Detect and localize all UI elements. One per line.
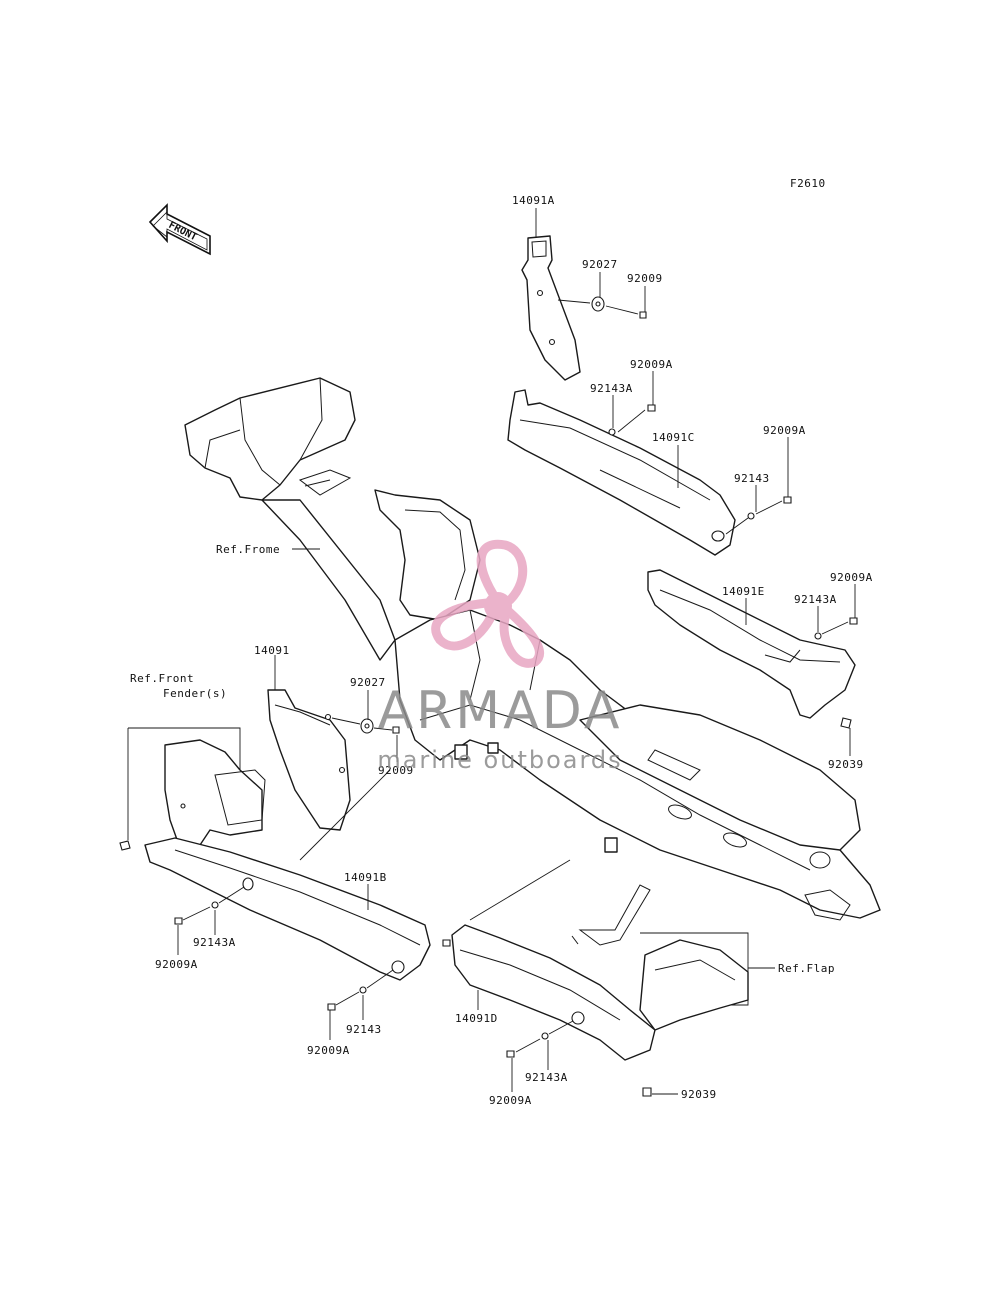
part-14091E bbox=[647, 569, 858, 729]
label-92009-top: 92009 bbox=[627, 272, 663, 285]
label-ref-front-fender-line1: Ref.Front bbox=[130, 672, 194, 685]
label-92009A-1: 92009A bbox=[630, 358, 673, 371]
ref-front-fender-drawing bbox=[127, 727, 266, 849]
diagram-code: F2610 bbox=[790, 177, 826, 190]
label-92009A-3: 92009A bbox=[830, 571, 873, 584]
part-14091B bbox=[119, 769, 431, 1011]
label-ref-frame: Ref.Frome bbox=[216, 543, 280, 556]
label-92027-mid: 92027 bbox=[350, 676, 386, 689]
label-92009A-4: 92009A bbox=[155, 958, 198, 971]
part-14091D bbox=[442, 859, 656, 1097]
label-14091B: 14091B bbox=[344, 871, 387, 884]
label-92009A-6: 92009A bbox=[489, 1094, 532, 1107]
label-92027-top: 92027 bbox=[582, 258, 618, 271]
label-14091E: 14091E bbox=[722, 585, 765, 598]
label-92039-2: 92039 bbox=[681, 1088, 717, 1101]
watermark-tagline: marine outboards bbox=[377, 746, 622, 774]
watermark: ARMADA marine outboards bbox=[377, 539, 623, 774]
label-92009-mid: 92009 bbox=[378, 764, 414, 777]
front-arrow-icon: FRONT bbox=[148, 203, 211, 256]
label-92143-2: 92143 bbox=[346, 1023, 382, 1036]
label-14091D: 14091D bbox=[455, 1012, 498, 1025]
label-92009A-2: 92009A bbox=[763, 424, 806, 437]
label-14091A: 14091A bbox=[512, 194, 555, 207]
label-14091: 14091 bbox=[254, 644, 290, 657]
label-92039-1: 92039 bbox=[828, 758, 864, 771]
label-92143-1: 92143 bbox=[734, 472, 770, 485]
label-ref-flap: Ref.Flap bbox=[778, 962, 835, 975]
propeller-logo-icon bbox=[431, 539, 544, 668]
leader-lines bbox=[177, 208, 856, 1095]
label-92143A-2: 92143A bbox=[794, 593, 837, 606]
label-92143A-3: 92143A bbox=[193, 936, 236, 949]
ref-frame-drawing bbox=[184, 377, 881, 921]
watermark-brand: ARMADA bbox=[378, 681, 623, 741]
label-ref-front-fender-line2: Fender(s) bbox=[163, 687, 227, 700]
part-14091C bbox=[507, 389, 792, 556]
label-14091C: 14091C bbox=[652, 431, 695, 444]
label-92009A-5: 92009A bbox=[307, 1044, 350, 1057]
part-14091A bbox=[521, 235, 647, 381]
ref-flap-drawing bbox=[571, 884, 749, 1031]
label-92143A-4: 92143A bbox=[525, 1071, 568, 1084]
label-92143A-1: 92143A bbox=[590, 382, 633, 395]
part-labels: 14091A 92027 92009 92009A 92143A 14091C … bbox=[130, 194, 873, 1107]
